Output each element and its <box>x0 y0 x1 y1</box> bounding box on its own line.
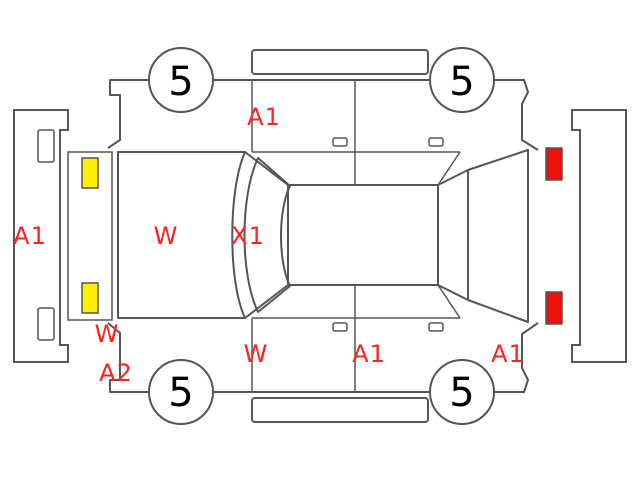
front-light-left <box>81 157 99 189</box>
mark-windshield: X1 <box>231 222 265 250</box>
front-light-right <box>81 282 99 314</box>
mark-front-left-fender: A1 <box>247 103 281 131</box>
tire-front-top-label: 5 <box>168 59 193 105</box>
mark-hood: W <box>154 222 179 250</box>
rear-light-right <box>545 291 563 325</box>
car-body <box>107 79 539 393</box>
rear-bumper <box>571 109 627 363</box>
front-bumper <box>13 109 69 363</box>
tire-rear-top: 5 <box>429 47 495 113</box>
tire-front-top: 5 <box>148 47 214 113</box>
roof-rail-bottom <box>251 397 429 423</box>
tire-rear-bottom: 5 <box>429 359 495 425</box>
front-grille <box>67 151 113 321</box>
roof-rail-top <box>251 49 429 75</box>
mark-front-bumper: A1 <box>13 222 47 250</box>
mark-front-right-corner: W <box>95 320 120 348</box>
mark-front-right-fender: W <box>244 340 269 368</box>
tire-front-bottom: 5 <box>148 359 214 425</box>
mark-rear-right-door: A1 <box>352 340 386 368</box>
rear-light-left <box>545 147 563 181</box>
tire-rear-bottom-label: 5 <box>449 370 474 416</box>
tire-front-bottom-label: 5 <box>168 370 193 416</box>
tire-rear-top-label: 5 <box>449 59 474 105</box>
mark-front-right-lower: A2 <box>99 359 133 387</box>
mark-rear-right-quarter: A1 <box>491 340 525 368</box>
